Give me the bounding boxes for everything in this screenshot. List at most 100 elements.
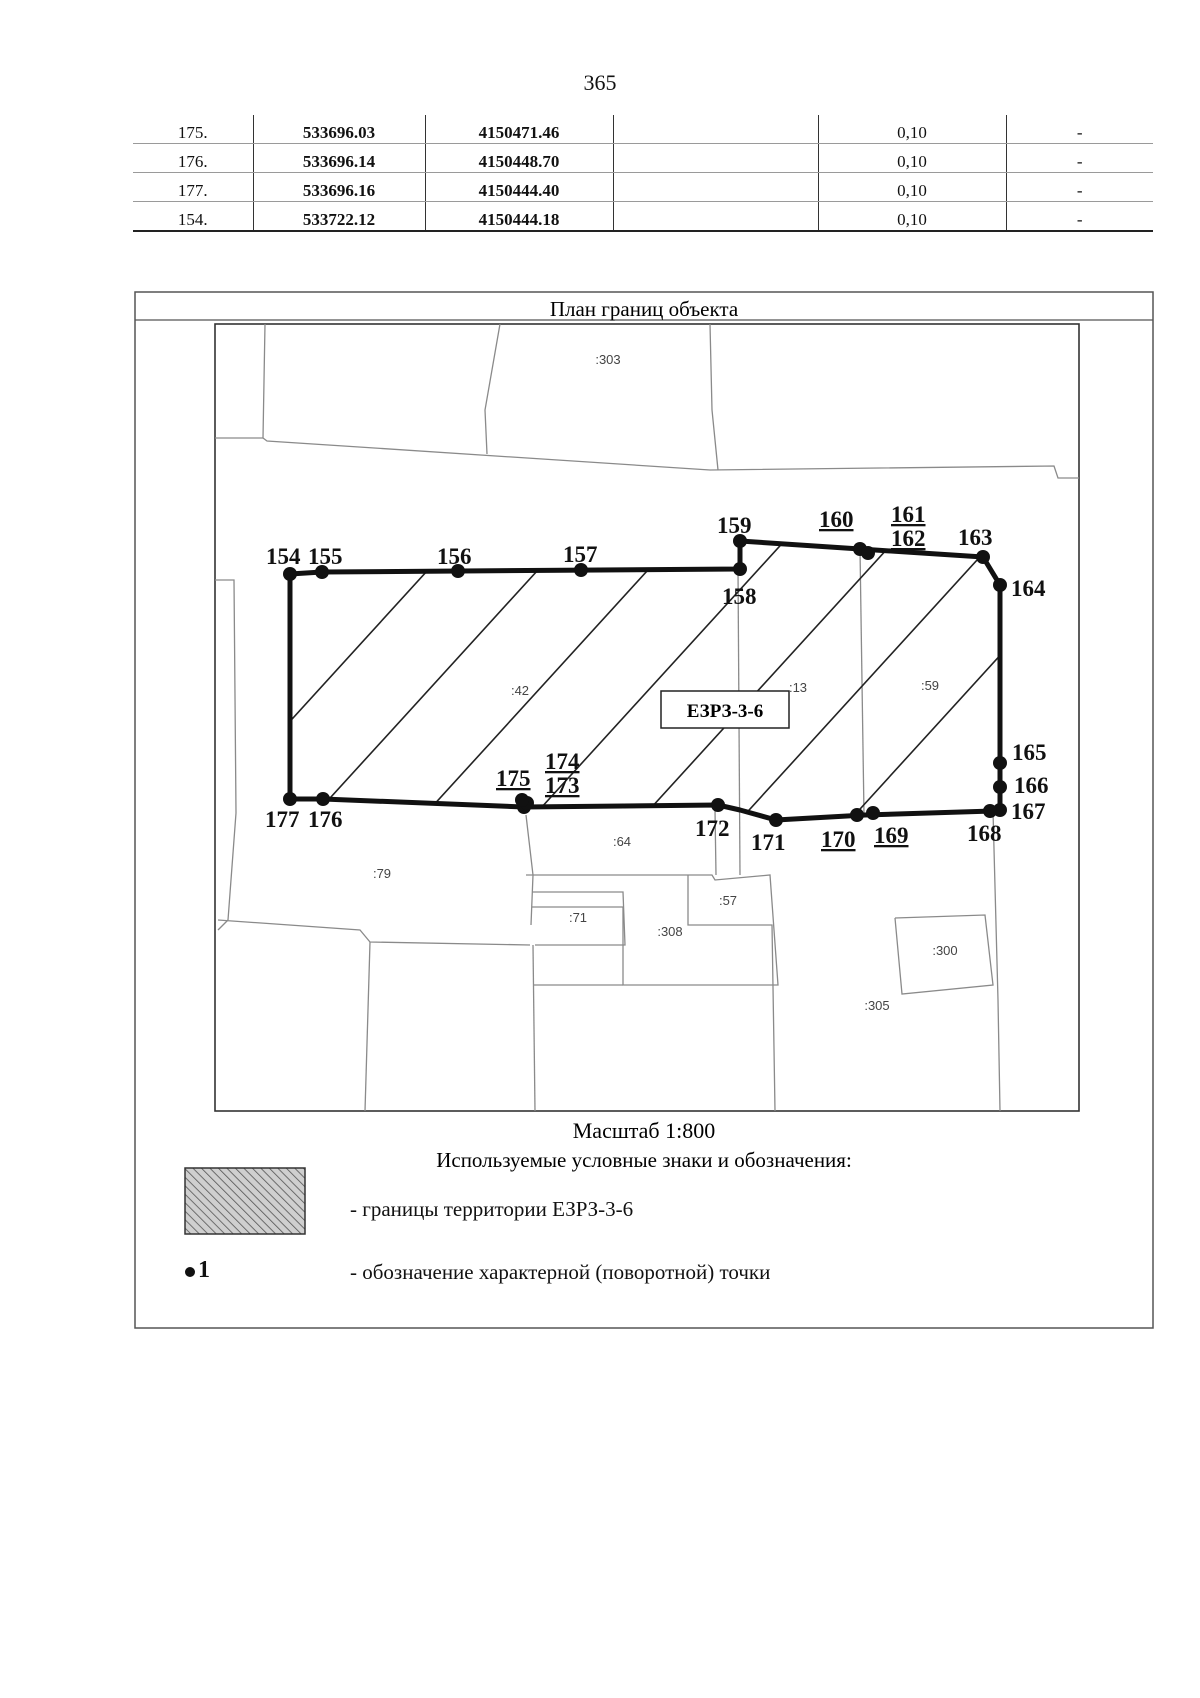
parcel-label: :13	[789, 680, 807, 695]
plan-title: План границ объекта	[550, 297, 739, 321]
point-number-cell: 177.	[133, 172, 253, 202]
point-marker	[283, 792, 297, 806]
point-marker	[993, 578, 1007, 592]
point-label: 173	[545, 773, 580, 798]
point-label: 167	[1011, 799, 1046, 824]
note-cell: -	[1005, 115, 1153, 144]
point-marker	[316, 792, 330, 806]
empty-cell	[612, 115, 818, 144]
empty-cell	[612, 172, 818, 202]
parcel-label: :79	[373, 866, 391, 881]
table-row: 177. 533696.16 4150444.40 0,10 -	[133, 172, 1153, 202]
x-coordinate-cell: 533696.14	[252, 143, 425, 173]
zone-label-box	[660, 690, 790, 729]
accuracy-cell: 0,10	[817, 172, 1006, 202]
point-label: 177	[265, 807, 300, 832]
point-marker	[983, 804, 997, 818]
point-marker	[451, 564, 465, 578]
point-label: 160	[819, 507, 854, 532]
y-coordinate-cell: 4150471.46	[424, 115, 613, 144]
table-row: 176. 533696.14 4150448.70 0,10 -	[133, 143, 1153, 173]
x-coordinate-cell: 533696.03	[252, 115, 425, 144]
point-label: 166	[1014, 773, 1049, 798]
parcel-label: :308	[657, 924, 682, 939]
point-label: 165	[1012, 740, 1047, 765]
point-marker	[993, 780, 1007, 794]
legend-hatch-text: - границы территории ЕЗРЗ-3-6	[350, 1197, 634, 1221]
point-label: 157	[563, 542, 598, 567]
scale-label: Масштаб 1:800	[573, 1118, 715, 1143]
plan-frame	[134, 291, 1154, 1329]
point-label: 155	[308, 544, 343, 569]
coordinates-table: 175. 533696.03 4150471.46 0,10 - 176. 53…	[133, 115, 1153, 232]
point-label: 159	[717, 513, 752, 538]
point-label: 161	[891, 502, 926, 527]
point-marker	[283, 567, 297, 581]
point-number-cell: 154.	[133, 201, 253, 232]
parcel-label: :57	[719, 893, 737, 908]
point-label: 158	[722, 584, 757, 609]
point-label: 175	[496, 766, 531, 791]
point-label: 156	[437, 544, 472, 569]
y-coordinate-cell: 4150444.40	[424, 172, 613, 202]
point-number-cell: 175.	[133, 115, 253, 144]
point-marker	[769, 813, 783, 827]
x-coordinate-cell: 533696.16	[252, 172, 425, 202]
page-number: 365	[583, 70, 617, 95]
point-marker	[733, 534, 747, 548]
point-label: 174	[545, 749, 580, 774]
point-marker	[515, 793, 529, 807]
empty-cell	[612, 201, 818, 232]
zone-boundary	[287, 538, 1003, 823]
table-row: 175. 533696.03 4150471.46 0,10 -	[133, 115, 1153, 144]
point-label: 163	[958, 525, 993, 550]
point-marker	[733, 562, 747, 576]
point-number-cell: 176.	[133, 143, 253, 173]
empty-cell	[612, 143, 818, 173]
point-label: 162	[891, 526, 926, 551]
accuracy-cell: 0,10	[817, 201, 1006, 232]
y-coordinate-cell: 4150448.70	[424, 143, 613, 173]
point-marker	[315, 565, 329, 579]
parcel-label: :64	[613, 834, 631, 849]
point-label: 168	[967, 821, 1002, 846]
point-marker	[850, 808, 864, 822]
legend-point-text: - обозначение характерной (поворотной) т…	[350, 1260, 771, 1284]
legend-heading: Используемые условные знаки и обозначени…	[436, 1148, 852, 1172]
point-label: 164	[1011, 576, 1046, 601]
y-coordinate-cell: 4150444.18	[424, 201, 613, 232]
x-coordinate-cell: 533722.12	[252, 201, 425, 232]
point-label: 154	[266, 544, 301, 569]
zone-hatch	[290, 541, 1000, 820]
note-cell: -	[1005, 143, 1153, 173]
note-cell: -	[1005, 201, 1153, 232]
accuracy-cell: 0,10	[817, 143, 1006, 173]
parcel-lines	[215, 323, 1079, 1112]
accuracy-cell: 0,10	[817, 115, 1006, 144]
point-label: 171	[751, 830, 786, 855]
map-frame	[214, 323, 1080, 1112]
legend-hatch-swatch	[184, 1167, 306, 1235]
zone-label: ЕЗРЗ-3-6	[687, 701, 763, 722]
point-label: 172	[695, 816, 730, 841]
parcel-label: :71	[569, 910, 587, 925]
parcel-label: :59	[921, 678, 939, 693]
point-marker	[993, 756, 1007, 770]
boundary-points	[283, 534, 1007, 827]
note-cell: -	[1005, 172, 1153, 202]
point-label: 176	[308, 807, 343, 832]
parcel-label: :305	[864, 998, 889, 1013]
point-marker	[976, 550, 990, 564]
point-marker	[861, 546, 875, 560]
legend-point-icon	[185, 1267, 195, 1277]
parcel-label: :42	[511, 683, 529, 698]
point-label: 170	[821, 827, 856, 852]
parcel-label: :300	[932, 943, 957, 958]
point-label: 169	[874, 823, 909, 848]
point-marker	[866, 806, 880, 820]
legend-point-sample: 1	[198, 1257, 210, 1283]
point-marker	[711, 798, 725, 812]
table-row: 154. 533722.12 4150444.18 0,10 -	[133, 201, 1153, 232]
parcel-label: :303	[595, 352, 620, 367]
